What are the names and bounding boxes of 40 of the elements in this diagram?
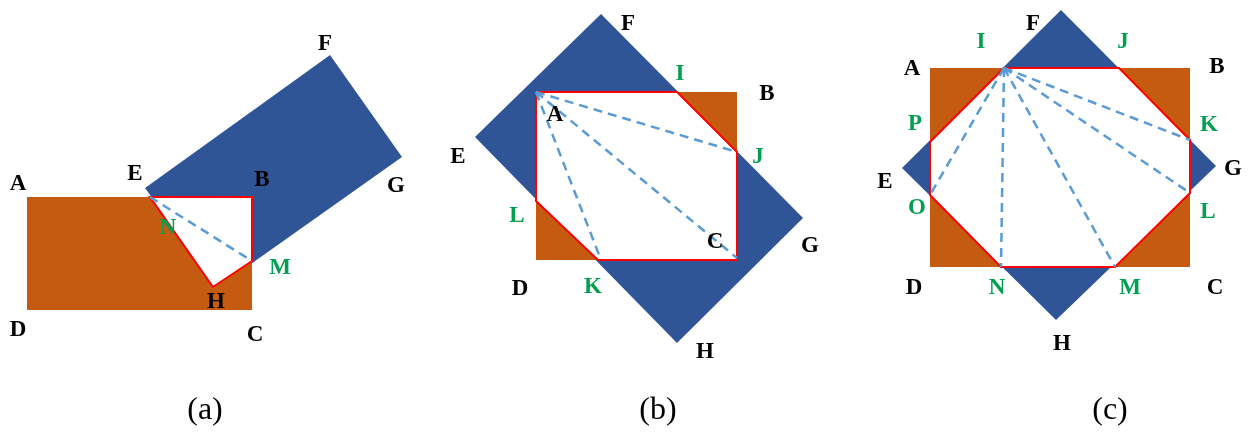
point-label: H bbox=[207, 288, 225, 312]
point-label: M bbox=[269, 254, 291, 278]
point-label: O bbox=[908, 194, 926, 218]
point-label: H bbox=[696, 338, 714, 362]
point-label: K bbox=[584, 273, 602, 297]
point-label: G bbox=[1224, 155, 1242, 179]
point-label: I bbox=[976, 28, 986, 52]
point-label: D bbox=[905, 274, 923, 298]
point-label: I bbox=[675, 60, 685, 84]
point-label: F bbox=[1025, 10, 1041, 34]
point-label: B bbox=[1209, 53, 1225, 77]
point-label: E bbox=[127, 160, 143, 184]
point-label: H bbox=[1053, 330, 1071, 354]
point-label: J bbox=[1117, 28, 1129, 52]
point-label: N bbox=[988, 274, 1006, 298]
point-label: L bbox=[1200, 198, 1216, 222]
point-label: K bbox=[1200, 111, 1218, 135]
panel-caption: (b) bbox=[639, 392, 677, 424]
point-label: L bbox=[509, 202, 525, 226]
point-label: C bbox=[246, 321, 264, 345]
point-label: F bbox=[317, 30, 333, 54]
point-label: F bbox=[620, 10, 636, 34]
point-label: M bbox=[1119, 274, 1141, 298]
point-label: E bbox=[450, 143, 466, 167]
point-label: P bbox=[907, 110, 923, 134]
point-label: B bbox=[254, 166, 270, 190]
point-label: A bbox=[9, 170, 27, 194]
point-label: A bbox=[546, 101, 564, 125]
point-label: A bbox=[903, 55, 921, 79]
point-label: E bbox=[877, 168, 893, 192]
point-label: G bbox=[801, 232, 819, 256]
point-label: G bbox=[387, 172, 405, 196]
panel-caption: (a) bbox=[187, 392, 223, 424]
point-label: C bbox=[706, 228, 724, 252]
point-label: D bbox=[511, 275, 529, 299]
point-label: D bbox=[9, 316, 27, 340]
point-label: C bbox=[1206, 274, 1224, 298]
point-label: J bbox=[752, 143, 764, 167]
point-label: B bbox=[759, 80, 775, 104]
panel-caption: (c) bbox=[1092, 392, 1128, 424]
